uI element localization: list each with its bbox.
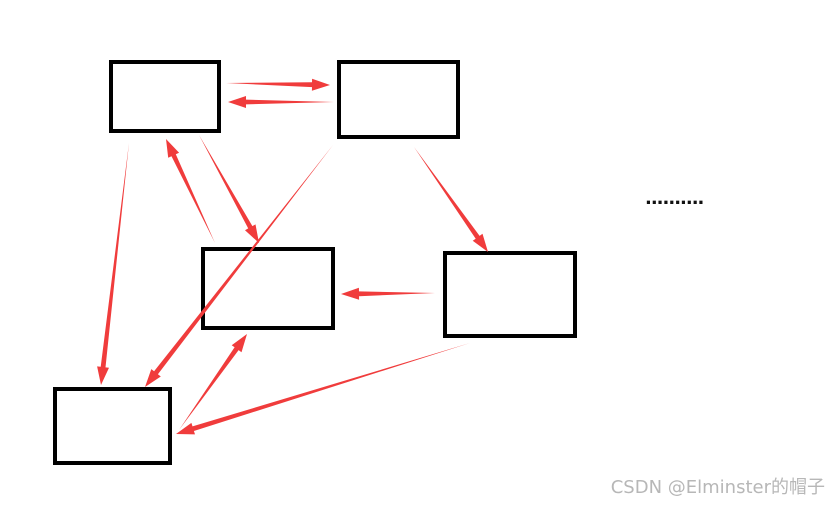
arrow-box-top-right-to-box-right	[414, 147, 488, 252]
arrow-box-bottom-left-to-box-middle	[179, 334, 247, 430]
edge-arrows	[97, 78, 488, 435]
arrow-box-top-right-to-box-bottom-left	[145, 145, 333, 387]
node-boxes	[53, 60, 577, 465]
arrow-box-top-left-to-box-top-right	[226, 78, 330, 91]
arrow-box-top-left-to-box-bottom-left	[97, 143, 129, 385]
arrow-box-right-to-box-bottom-left	[176, 343, 470, 435]
csdn-watermark: CSDN @Elminster的帽子	[610, 477, 825, 498]
arrow-box-top-left-to-box-middle	[199, 135, 259, 243]
box-bottom-left	[53, 387, 172, 465]
continuation-ellipsis: ..........	[645, 188, 704, 209]
arrow-box-right-to-box-middle	[341, 287, 435, 300]
box-top-right	[337, 60, 460, 139]
arrow-box-top-right-to-box-top-left	[228, 96, 334, 108]
box-top-left	[109, 60, 221, 133]
arrow-box-middle-to-box-top-left	[166, 139, 215, 243]
box-right	[443, 251, 577, 338]
box-middle	[201, 247, 335, 330]
